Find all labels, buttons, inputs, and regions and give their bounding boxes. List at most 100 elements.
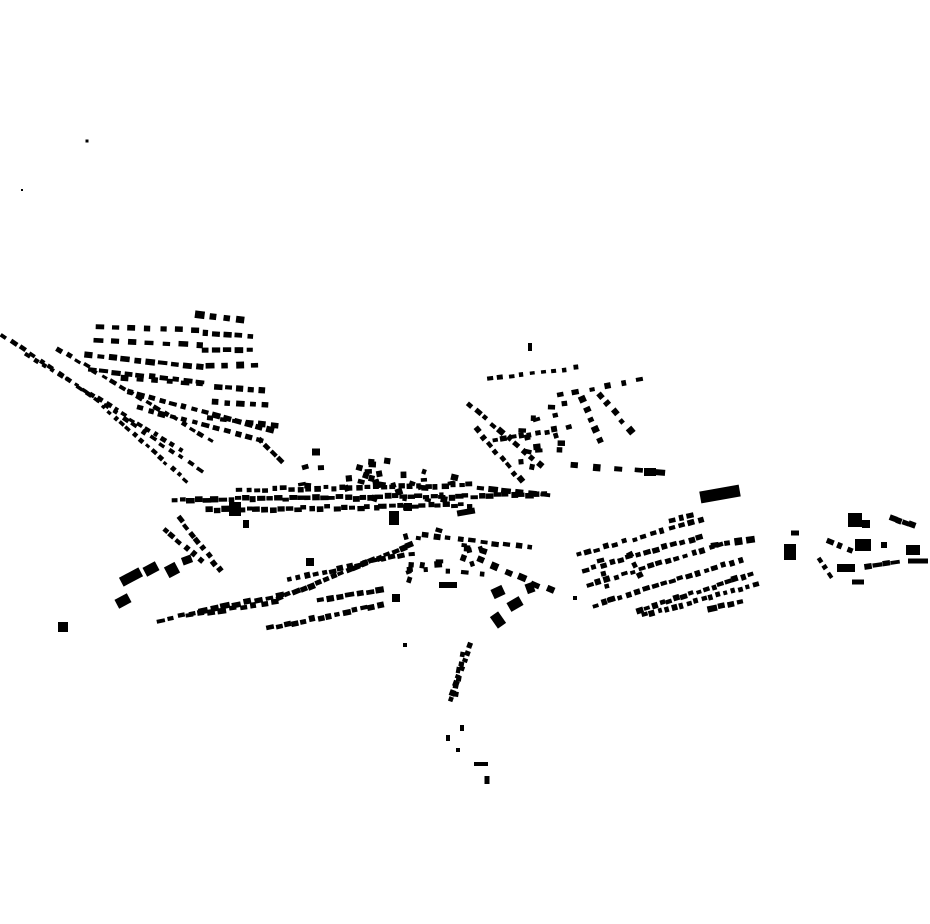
building-footprint bbox=[320, 495, 329, 501]
building-footprint bbox=[698, 547, 706, 555]
building-footprint bbox=[459, 651, 466, 658]
building-footprint bbox=[306, 582, 316, 591]
building-footprint bbox=[331, 486, 337, 492]
building-footprint bbox=[234, 332, 243, 338]
building-footprint bbox=[691, 549, 698, 557]
building-footprint bbox=[455, 675, 462, 682]
building-footprint bbox=[344, 591, 355, 598]
building-footprint bbox=[97, 354, 105, 359]
building-footprint bbox=[908, 558, 928, 564]
building-footprint bbox=[324, 612, 332, 621]
building-footprint bbox=[257, 495, 266, 501]
building-footprint bbox=[202, 498, 212, 503]
building-footprint bbox=[380, 555, 387, 562]
building-footprint bbox=[336, 593, 344, 601]
building-footprint bbox=[301, 463, 310, 471]
building-footprint bbox=[96, 395, 104, 403]
building-footprint bbox=[717, 602, 726, 610]
building-footprint bbox=[744, 584, 750, 590]
building-footprint bbox=[614, 466, 623, 472]
building-footprint bbox=[573, 596, 577, 600]
building-footprint bbox=[499, 435, 508, 442]
building-footprint bbox=[677, 521, 686, 529]
building-footprint bbox=[235, 385, 244, 392]
building-footprint bbox=[180, 416, 188, 423]
building-footprint bbox=[573, 364, 579, 370]
building-footprint bbox=[234, 430, 243, 438]
building-footprint bbox=[604, 583, 610, 589]
building-footprint bbox=[714, 591, 721, 598]
building-footprint bbox=[169, 414, 177, 420]
building-footprint bbox=[235, 315, 245, 324]
building-footprint bbox=[485, 440, 494, 449]
building-footprint bbox=[275, 594, 284, 602]
building-footprint bbox=[345, 475, 353, 482]
building-footprint bbox=[242, 597, 252, 605]
building-footprint bbox=[745, 535, 756, 544]
building-footprint bbox=[504, 568, 514, 577]
building-footprint bbox=[33, 357, 40, 365]
building-footprint bbox=[288, 487, 295, 492]
building-footprint bbox=[384, 492, 392, 499]
building-footprint bbox=[249, 401, 257, 407]
building-footprint bbox=[341, 504, 348, 511]
building-footprint bbox=[383, 457, 391, 465]
building-footprint bbox=[142, 561, 160, 577]
building-footprint bbox=[314, 485, 321, 492]
building-footprint bbox=[895, 517, 903, 525]
building-footprint bbox=[699, 484, 741, 504]
building-footprint bbox=[128, 417, 136, 424]
building-footprint bbox=[303, 571, 311, 579]
building-footprint bbox=[236, 361, 245, 369]
building-footprint bbox=[403, 643, 407, 647]
building-footprint bbox=[642, 548, 652, 556]
building-footprint bbox=[266, 496, 273, 501]
building-footprint bbox=[496, 374, 504, 380]
building-footprint bbox=[447, 480, 455, 486]
building-footprint bbox=[111, 370, 121, 377]
building-footprint bbox=[245, 419, 254, 426]
building-footprint bbox=[527, 544, 533, 550]
building-footprint bbox=[602, 542, 610, 550]
building-footprint bbox=[862, 520, 870, 528]
building-footprint bbox=[389, 503, 396, 508]
building-footprint bbox=[297, 486, 304, 493]
building-footprint bbox=[476, 555, 486, 564]
building-footprint bbox=[473, 425, 482, 434]
building-footprint bbox=[565, 424, 573, 431]
building-footprint bbox=[635, 606, 645, 615]
building-footprint bbox=[182, 362, 193, 370]
building-footprint bbox=[678, 539, 686, 546]
building-footprint bbox=[160, 326, 167, 332]
building-footprint bbox=[223, 331, 232, 338]
building-footprint bbox=[571, 388, 580, 396]
building-footprint bbox=[570, 461, 579, 469]
building-footprint bbox=[620, 570, 629, 577]
building-footprint bbox=[639, 533, 647, 540]
building-footprint bbox=[529, 580, 541, 590]
building-footprint bbox=[209, 559, 218, 568]
building-footprint bbox=[179, 497, 186, 502]
building-footprint bbox=[345, 494, 353, 500]
building-footprint bbox=[282, 497, 289, 502]
building-footprint bbox=[367, 458, 375, 466]
building-footprint bbox=[150, 448, 158, 456]
building-footprint bbox=[654, 559, 663, 567]
building-footprint bbox=[821, 563, 829, 571]
building-footprint bbox=[491, 448, 499, 456]
building-footprint bbox=[256, 436, 264, 444]
building-footprint bbox=[275, 455, 285, 465]
building-footprint bbox=[209, 313, 217, 321]
building-footprint bbox=[618, 418, 625, 425]
building-footprint bbox=[200, 421, 210, 429]
building-footprint bbox=[213, 384, 223, 391]
building-footprint bbox=[651, 601, 659, 610]
building-footprint bbox=[326, 594, 335, 603]
building-footprint bbox=[668, 578, 677, 585]
building-footprint bbox=[136, 404, 144, 411]
building-footprint bbox=[354, 562, 363, 569]
building-footprint bbox=[108, 378, 118, 386]
building-footprint bbox=[433, 533, 441, 541]
building-footprint bbox=[362, 559, 369, 566]
building-footprint bbox=[592, 463, 601, 472]
